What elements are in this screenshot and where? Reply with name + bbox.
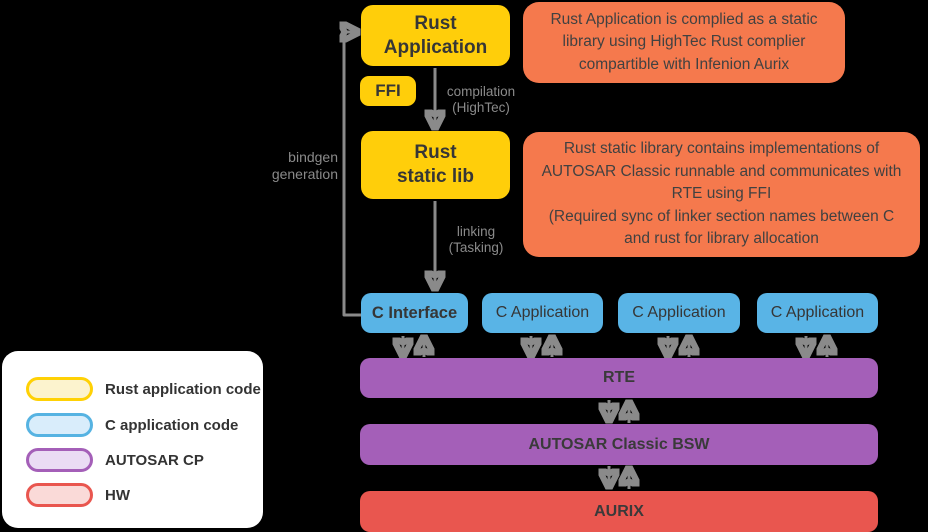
c-application-node-3: C Application [757, 293, 878, 333]
legend-item-rust-application-code: Rust application code [26, 377, 261, 401]
c-interface-node: C Interface [361, 293, 468, 333]
rust-static-lib-node: Rust static lib [361, 131, 510, 199]
legend-item-hw: HW [26, 483, 130, 507]
rte-bar: RTE [360, 358, 878, 398]
note-rust-application: Rust Application is complied as a static… [523, 2, 845, 83]
c-application-code-swatch [26, 413, 93, 437]
rust-application-code-swatch [26, 377, 93, 401]
legend-label: Rust application code [105, 380, 261, 398]
ffi-node: FFI [360, 76, 416, 106]
compilation-edge-label: compilation (HighTec) [446, 84, 516, 116]
legend-label: C application code [105, 416, 239, 434]
linking-edge-label: linking (Tasking) [448, 224, 504, 256]
edge-bindgen [344, 32, 361, 317]
rust-application-node: Rust Application [361, 5, 510, 66]
note-rust-static-lib: Rust static library contains implementat… [523, 132, 920, 257]
autosar-classic-bsw-bar: AUTOSAR Classic BSW [360, 424, 878, 465]
c-application-node-1: C Application [482, 293, 603, 333]
autosar-cp-swatch [26, 448, 93, 472]
legend-label: AUTOSAR CP [105, 451, 204, 469]
legend-label: HW [105, 486, 130, 504]
bindgen-edge-label: bindgen generation [271, 149, 338, 182]
legend-panel: Rust application code C application code… [2, 351, 263, 528]
legend-item-autosar-cp: AUTOSAR CP [26, 448, 204, 472]
aurix-bar: AURIX [360, 491, 878, 532]
hw-swatch [26, 483, 93, 507]
legend-item-c-application-code: C application code [26, 413, 238, 437]
c-application-node-2: C Application [618, 293, 740, 333]
